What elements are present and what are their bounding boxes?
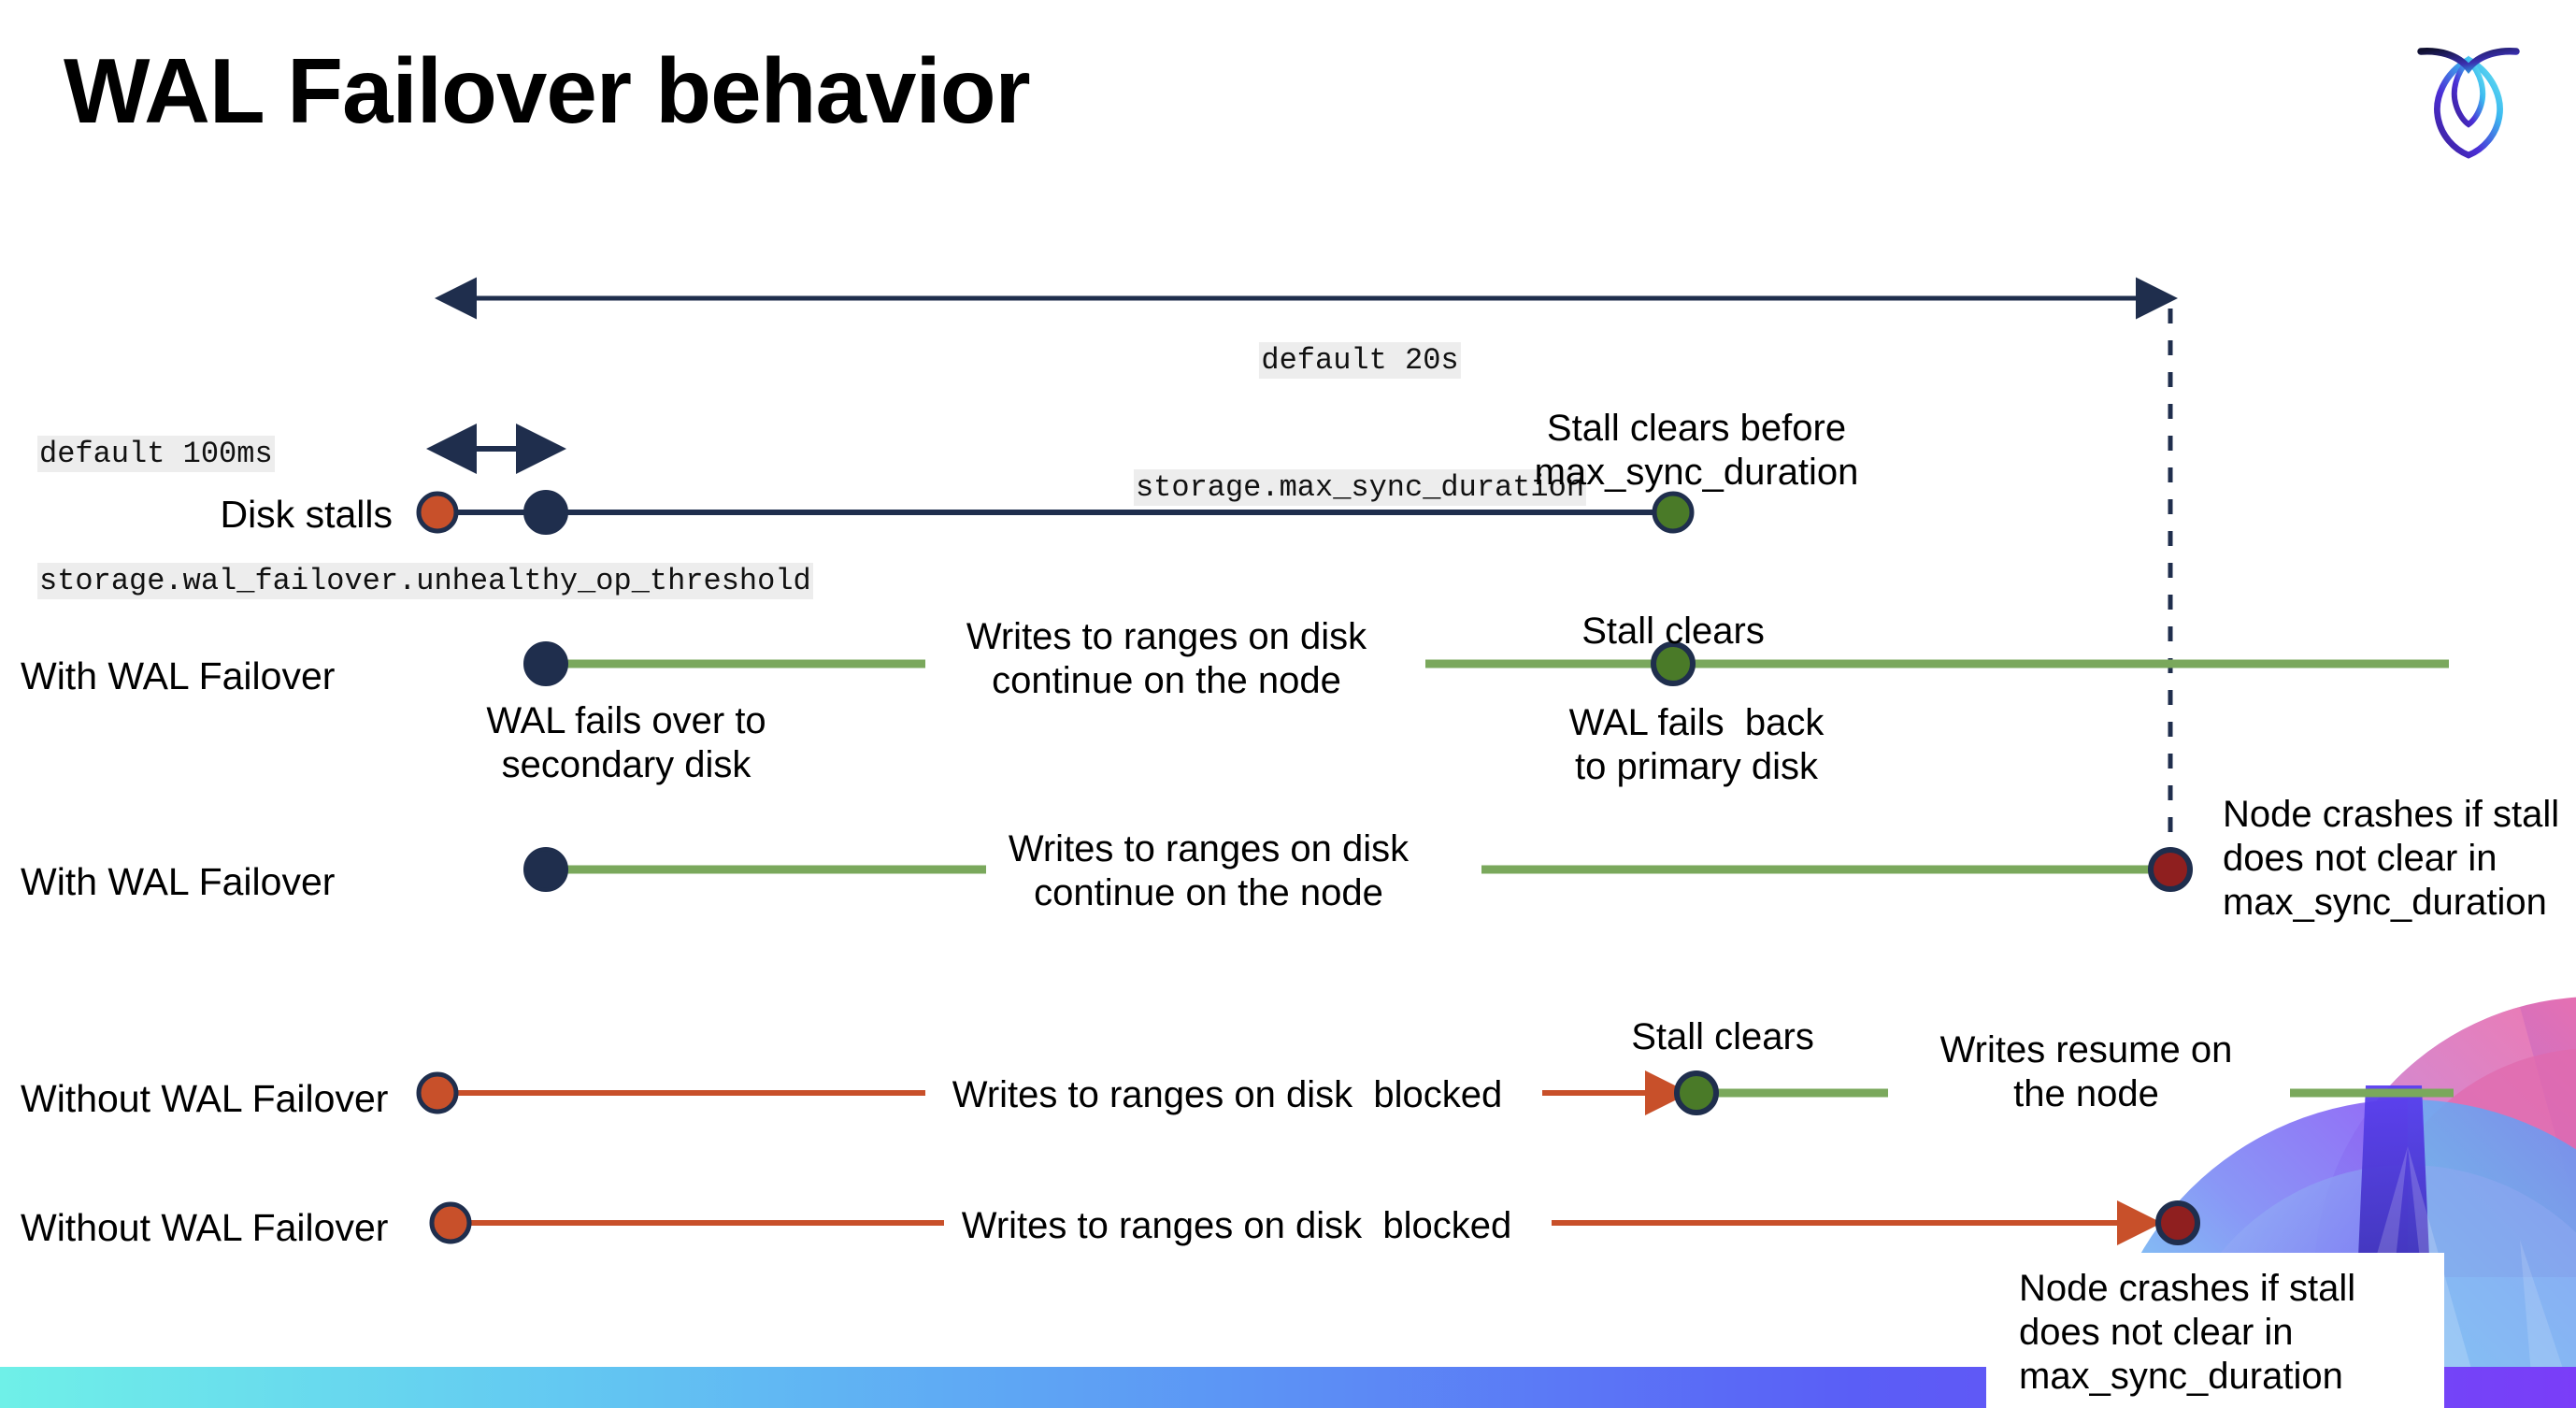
row-label-without-wal-failover-1: Without WAL Failover — [21, 1077, 389, 1120]
max-sync-setting-label: storage.max_sync_duration — [1133, 469, 1587, 507]
note-writes-blocked-1: Writes to ranges on disk blocked — [952, 1074, 1503, 1115]
row-label-without-wal-failover-2: Without WAL Failover — [21, 1206, 389, 1249]
note-node-crashes-2: Node crashes if stall does not clear in … — [2019, 1268, 2356, 1398]
row-label-with-wal-failover-1: With WAL Failover — [21, 654, 336, 697]
note-writes-continue-2: Writes to ranges on disk continue on the… — [1008, 828, 1410, 913]
unhealthy-op-setting-label: storage.wal_failover.unhealthy_op_thresh… — [37, 563, 813, 600]
row-without-wal-failover-clears-timeline — [416, 1070, 2454, 1115]
row-with-wal-failover-crash-timeline — [523, 847, 2193, 892]
note-wal-fails-back-primary: WAL fails back to primary disk — [1568, 702, 1825, 787]
note-stall-clears-2: Stall clears — [1631, 1016, 1814, 1057]
max-sync-duration-annotation: default 20s storage.max_sync_duration — [1133, 254, 1587, 595]
cockroachdb-logo-icon — [2417, 47, 2520, 159]
unhealthy-op-default-label: default 100ms — [37, 435, 275, 472]
note-writes-resume: Writes resume on the node — [1939, 1029, 2233, 1114]
unhealthy-op-threshold-annotation: default 100ms storage.wal_failover.unhea… — [37, 348, 813, 688]
row-with-wal-failover-clears-timeline — [523, 641, 2449, 686]
note-stall-clears-before-max-sync: Stall clears before max_sync_duration — [1534, 408, 1859, 493]
note-writes-continue-1: Writes to ranges on disk continue on the… — [966, 616, 1367, 701]
note-wal-fails-over-secondary: WAL fails over to secondary disk — [486, 700, 766, 785]
note-stall-clears-1: Stall clears — [1581, 611, 1765, 652]
note-node-crashes-1: Node crashes if stall does not clear in … — [2223, 794, 2560, 923]
row-disk-stalls-timeline — [416, 490, 1695, 535]
row-label-with-wal-failover-2: With WAL Failover — [21, 860, 336, 903]
page-title: WAL Failover behavior — [64, 39, 1031, 142]
row-without-wal-failover-crash-timeline — [429, 1200, 2200, 1245]
callout-backdrop — [1986, 1253, 2444, 1408]
max-sync-default-label: default 20s — [1259, 341, 1461, 379]
note-writes-blocked-2: Writes to ranges on disk blocked — [961, 1205, 1512, 1246]
row-label-disk-stalls: Disk stalls — [220, 493, 393, 536]
